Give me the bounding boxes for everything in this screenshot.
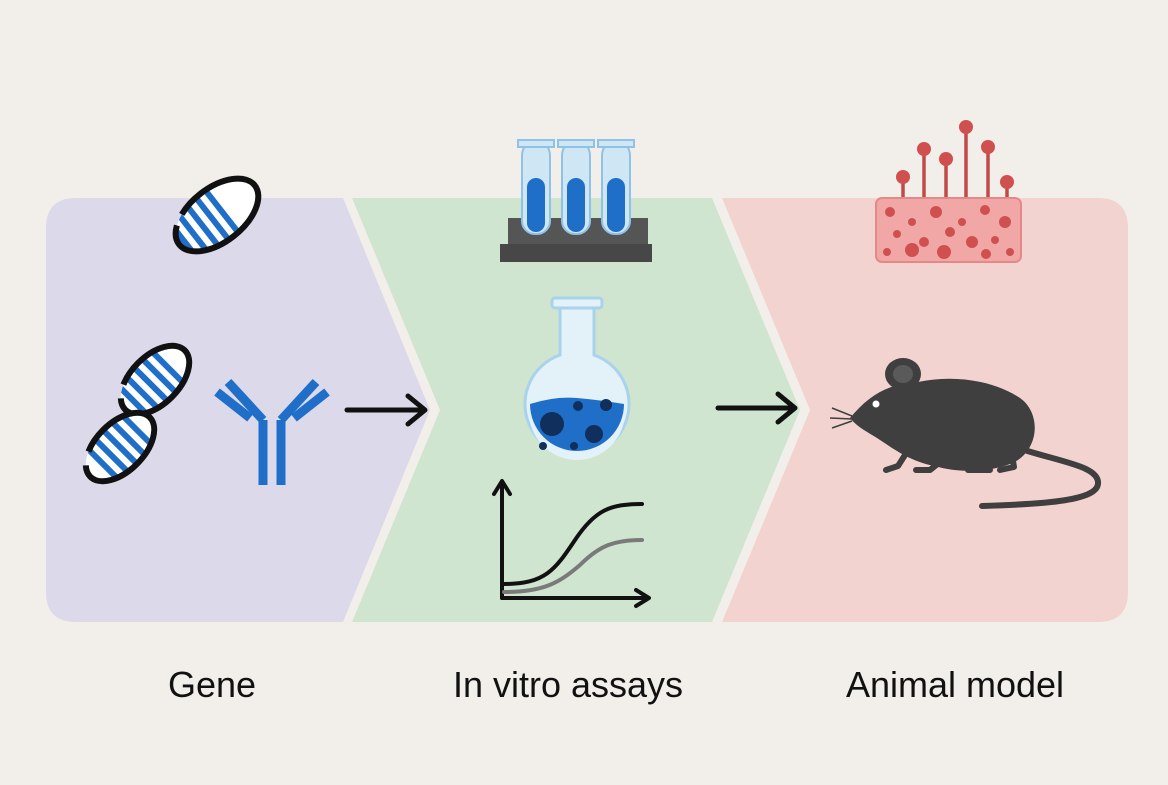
stage-label-animal: Animal model xyxy=(845,664,1065,705)
arrow-right-icon xyxy=(715,391,798,425)
antibody-icon xyxy=(214,378,330,485)
mouse-icon xyxy=(829,358,1101,509)
dose-response-chart-icon xyxy=(492,479,651,608)
arrow-right-icon xyxy=(344,393,428,427)
flask-icon xyxy=(523,296,631,460)
stage-label-gene: Gene xyxy=(167,664,257,705)
test-tubes-icon xyxy=(500,139,652,262)
tissue-icon xyxy=(875,120,1022,263)
stage-label-in-vitro: In vitro assays xyxy=(452,664,684,705)
